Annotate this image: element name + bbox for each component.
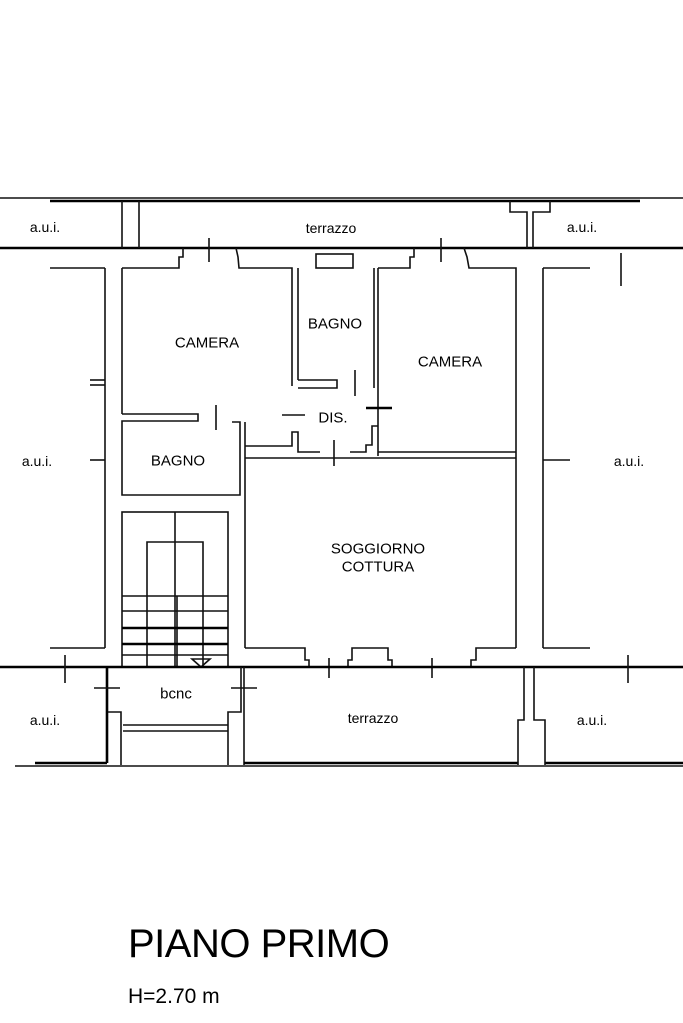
room-label-aui-top-right: a.u.i.	[566, 219, 598, 235]
top-terrace-walls	[0, 197, 683, 286]
room-label-terrazzo-top: terrazzo	[305, 220, 357, 236]
bottom-terrace-walls	[0, 655, 683, 767]
room-label-aui-top-left: a.u.i.	[29, 219, 61, 235]
room-label-terrazzo-bottom: terrazzo	[347, 710, 399, 726]
room-label-soggiorno: SOGGIORNO	[330, 540, 426, 558]
room-label-aui-bottom-left: a.u.i.	[29, 712, 61, 728]
interior-walls	[50, 247, 590, 678]
room-label-aui-mid-left: a.u.i.	[21, 453, 53, 469]
room-label-camera-left: CAMERA	[174, 334, 240, 352]
room-label-bagno-top: BAGNO	[307, 315, 363, 333]
room-label-aui-bottom-right: a.u.i.	[576, 712, 608, 728]
room-label-aui-mid-right: a.u.i.	[613, 453, 645, 469]
room-label-bcnc: bcnc	[160, 685, 192, 703]
room-label-cottura: COTTURA	[341, 558, 415, 576]
staircase	[121, 511, 229, 669]
room-label-camera-right: CAMERA	[417, 353, 483, 371]
room-label-dis: DIS.	[318, 409, 348, 427]
room-label-bagno-left: BAGNO	[150, 452, 206, 470]
plan-title: PIANO PRIMO	[128, 922, 390, 966]
ceiling-height: H=2.70 m	[128, 985, 220, 1008]
